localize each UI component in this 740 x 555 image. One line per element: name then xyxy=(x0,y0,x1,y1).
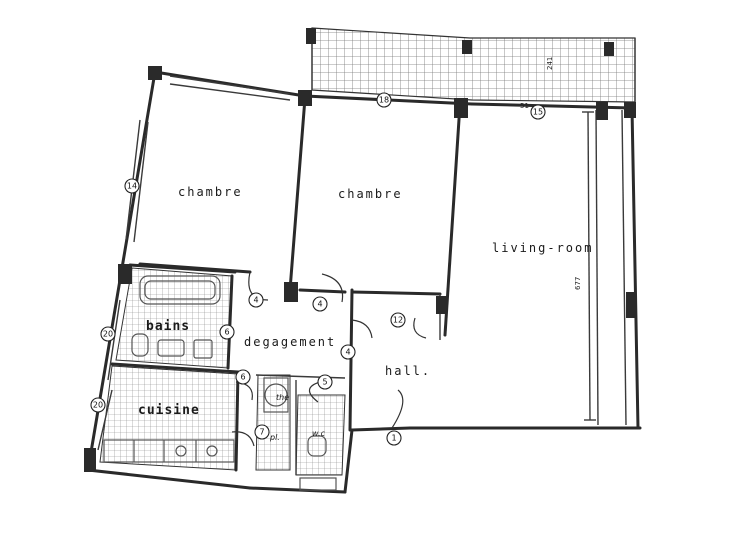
bath-fixtures xyxy=(131,275,221,359)
svg-text:20: 20 xyxy=(93,401,103,410)
living-height-label: 677 xyxy=(574,277,582,290)
marker-4-left: 4 xyxy=(248,292,264,308)
marker-6-degagement: 6 xyxy=(235,369,251,385)
balcony-dimension-label: 241 xyxy=(546,57,554,70)
marker-7: 7 xyxy=(254,424,270,440)
svg-text:6: 6 xyxy=(224,328,229,337)
wc-area xyxy=(255,374,346,476)
room-label-the: the xyxy=(276,393,289,402)
room-label-wc: w.c xyxy=(312,429,326,438)
kitchen-fixtures xyxy=(103,439,235,463)
marker-20-top: 20 xyxy=(100,326,116,342)
pillars xyxy=(84,28,636,472)
svg-text:4: 4 xyxy=(317,300,322,309)
marker-18: 18 xyxy=(376,92,392,108)
room-labels: chambre chambre living-room bains degage… xyxy=(138,185,593,442)
svg-text:4: 4 xyxy=(253,296,258,305)
marker-4-hall: 4 xyxy=(340,344,356,360)
reference-markers: 18 15 14 4 4 12 6 20 xyxy=(90,92,546,446)
svg-text:18: 18 xyxy=(379,96,389,105)
room-label-chambre-left: chambre xyxy=(178,185,243,199)
windows xyxy=(97,75,291,451)
room-label-cuisine: cuisine xyxy=(138,403,200,418)
doors xyxy=(231,271,427,447)
room-label-living: living-room xyxy=(492,241,593,255)
marker-14: 14 xyxy=(124,178,140,194)
room-label-hall: hall. xyxy=(385,364,431,378)
svg-text:6: 6 xyxy=(240,373,245,382)
marker-12: 12 xyxy=(390,312,406,328)
room-label-degagement: degagement xyxy=(244,335,336,349)
svg-text:4: 4 xyxy=(345,348,350,357)
utility-fixtures xyxy=(263,377,337,491)
svg-text:7: 7 xyxy=(259,428,264,437)
living-top-label: 51 xyxy=(520,102,529,110)
balcony xyxy=(311,27,636,103)
living-dimension: 677 51 241 xyxy=(520,57,596,421)
marker-5: 5 xyxy=(317,374,333,390)
svg-text:1: 1 xyxy=(391,434,396,443)
room-label-pl: pl. xyxy=(269,433,280,442)
svg-text:20: 20 xyxy=(103,330,113,339)
svg-text:14: 14 xyxy=(127,182,137,191)
svg-text:15: 15 xyxy=(533,108,543,117)
marker-6-bath: 6 xyxy=(219,324,235,340)
marker-20-bottom: 20 xyxy=(90,397,106,413)
marker-15: 15 xyxy=(530,104,546,120)
room-label-bains: bains xyxy=(146,319,190,334)
svg-text:5: 5 xyxy=(322,378,327,387)
marker-4-right: 4 xyxy=(312,296,328,312)
svg-text:12: 12 xyxy=(393,316,403,325)
marker-1: 1 xyxy=(386,430,402,446)
room-label-chambre-right: chambre xyxy=(338,187,403,201)
kitchen-area xyxy=(99,365,239,471)
